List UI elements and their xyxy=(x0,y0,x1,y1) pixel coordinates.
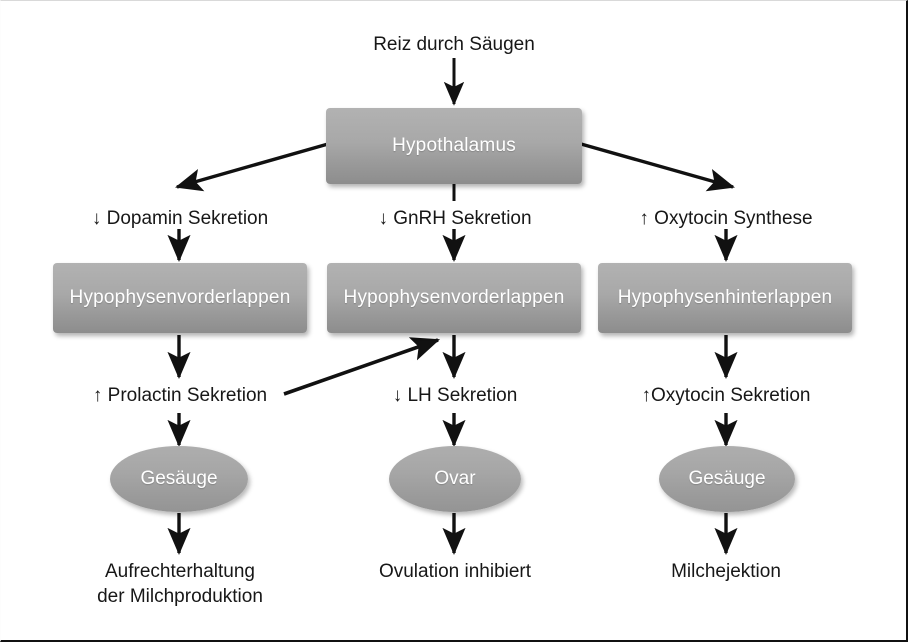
signal-label-gnrh: ↓ GnRH Sekretion xyxy=(378,208,532,229)
signal-label-dopamin: ↓ Dopamin Sekretion xyxy=(91,208,269,229)
hormone-label-prolactin: ↑ Prolactin Sekretion xyxy=(92,385,268,406)
effect-label-ovulation: Ovulation inhibiert xyxy=(378,561,532,582)
arrow-hypothalamus-to-oxytocin xyxy=(580,142,735,192)
gland-box-hypophysenhinterlappen[interactable]: Hypophysenhinterlappen xyxy=(598,263,852,333)
arrow-hypothalamus-to-dopamin xyxy=(175,142,329,192)
stimulus-label: Reiz durch Säugen xyxy=(373,34,535,55)
signal-label-oxytocin-synthese: ↑ Oxytocin Synthese xyxy=(639,208,813,229)
gland-box-hypophysenvorderlappen-left[interactable]: Hypophysenvorderlappen xyxy=(53,263,307,333)
hormone-label-oxytocin-sekretion: ↑Oxytocin Sekretion xyxy=(641,385,811,406)
organ-ellipse-ovar[interactable]: Ovar xyxy=(389,446,521,512)
organ-ellipse-gesaeuge-left[interactable]: Gesäuge xyxy=(110,446,248,512)
organ-ellipse-gesaeuge-right[interactable]: Gesäuge xyxy=(659,446,795,512)
effect-label-milchejektion: Milchejektion xyxy=(671,561,781,582)
effect-label-milchproduktion: Aufrechterhaltung der Milchproduktion xyxy=(97,561,263,607)
hypothalamus-box[interactable]: Hypothalamus xyxy=(326,108,582,184)
hormone-label-lh: ↓ LH Sekretion xyxy=(392,385,518,406)
gland-box-hypophysenvorderlappen-middle[interactable]: Hypophysenvorderlappen xyxy=(327,263,581,333)
